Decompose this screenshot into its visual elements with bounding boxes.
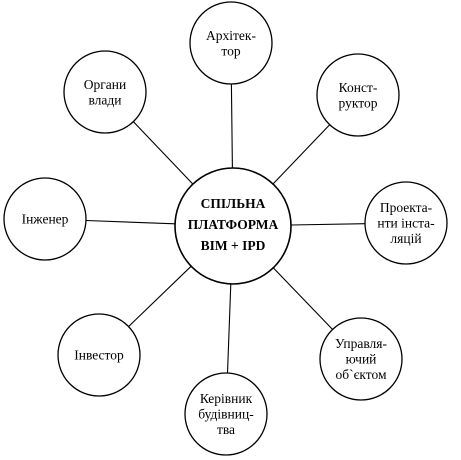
center-label-line-2: ПЛАТФОРМА: [188, 217, 279, 232]
node-circle-architect: [189, 1, 273, 85]
connector-designer: [272, 124, 331, 185]
node-circle-engineer: [3, 177, 87, 261]
node-label-construction-manager-line-1: Керівник: [200, 391, 253, 406]
node-architect: Архітек-тор: [189, 1, 273, 85]
node-label-installation-designers-line-3: ляцій: [390, 231, 421, 246]
node-circle-authorities: [63, 50, 147, 134]
node-label-authorities-line-2: влади: [88, 92, 121, 107]
connector-engineer: [85, 219, 176, 225]
node-label-engineer-line-1: Інженер: [22, 212, 69, 227]
connector-investor: [128, 265, 192, 327]
node-label-architect-line-2: тор: [221, 43, 240, 58]
node-circle-installation-designers: [364, 181, 448, 265]
node-investor: Інвестор: [57, 313, 141, 397]
node-label-facility-manager-line-3: об`єктом: [335, 367, 387, 382]
center-label-line-3: BIM + IPD: [201, 238, 266, 253]
node-designer: Конст-руктор: [316, 53, 400, 137]
connector-authorities: [132, 121, 194, 185]
node-engineer: Інженер: [3, 177, 87, 261]
center-label-line-1: СПІЛЬНА: [201, 196, 266, 211]
node-circle-construction-manager: [184, 372, 268, 456]
connector-facility-manager: [272, 267, 333, 330]
node-label-investor-line-1: Інвестор: [74, 348, 124, 363]
center-node: СПІЛЬНА ПЛАТФОРМА BIM + IPD: [174, 167, 292, 285]
connectors: [85, 83, 366, 374]
node-label-construction-manager-line-2: будівниц-: [198, 407, 254, 422]
connector-installation-designers: [290, 223, 366, 226]
node-label-designer-line-2: руктор: [339, 95, 378, 110]
connector-architect: [230, 83, 233, 169]
node-label-facility-manager-line-1: Управля-: [335, 336, 387, 351]
connector-construction-manager: [226, 283, 232, 374]
node-label-designer-line-1: Конст-: [339, 80, 378, 95]
node-label-facility-manager-line-2: ючий: [346, 352, 377, 367]
node-label-construction-manager-line-3: тва: [217, 422, 235, 437]
node-label-authorities-line-1: Органи: [84, 77, 126, 92]
node-circle-designer: [316, 53, 400, 137]
node-label-installation-designers-line-2: нти інста-: [377, 216, 435, 231]
center-circle: [174, 167, 292, 285]
node-circle-facility-manager: [319, 317, 403, 401]
node-label-installation-designers-line-1: Проекта-: [380, 200, 433, 215]
node-installation-designers: Проекта-нти інста-ляцій: [364, 181, 448, 265]
node-label-architect-line-1: Архітек-: [206, 28, 256, 43]
node-circle-investor: [57, 313, 141, 397]
